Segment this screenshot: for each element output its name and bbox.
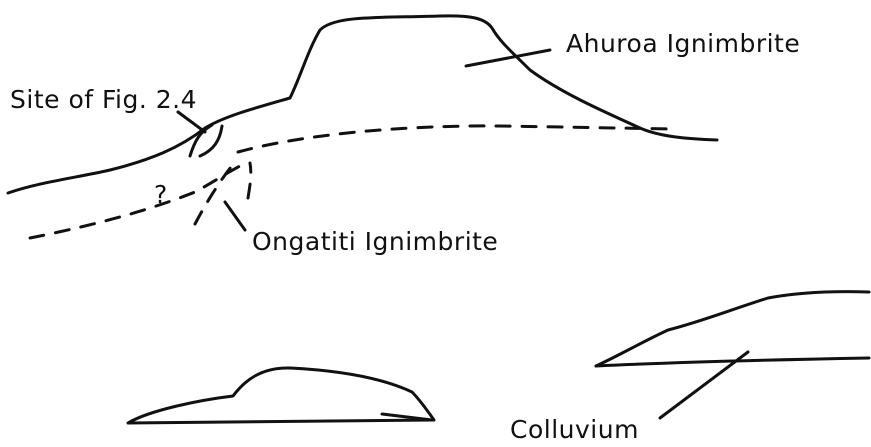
- colluvium-right-lobe: [596, 292, 869, 366]
- site-outcrop-marker: [190, 125, 222, 156]
- question-mark-label: ?: [154, 180, 168, 209]
- contact-line-top: [238, 126, 670, 152]
- ongatiti-outline-left: [195, 162, 235, 224]
- ahuroa-leader-line: [466, 50, 550, 66]
- ongatiti-leader-line: [225, 202, 245, 230]
- ongatiti-outline-right: [248, 163, 251, 198]
- site-leader-line: [178, 112, 205, 132]
- ahuroa-label: Ahuroa Ignimbrite: [566, 29, 800, 58]
- colluvium-label: Colluvium: [510, 415, 639, 444]
- ongatiti-label: Ongatiti Ignimbrite: [252, 227, 498, 256]
- site-label: Site of Fig. 2.4: [10, 85, 197, 114]
